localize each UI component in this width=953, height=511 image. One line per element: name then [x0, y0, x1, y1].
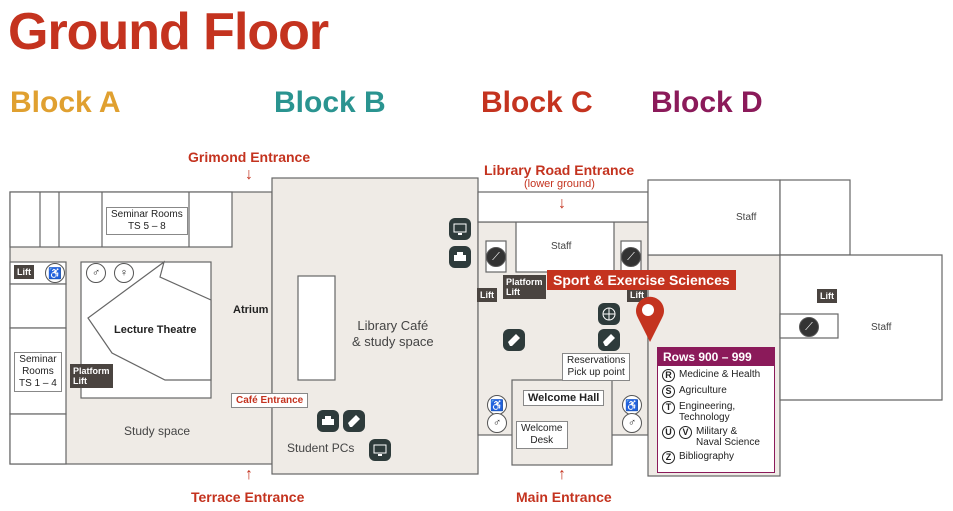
lift-label: Lift: [817, 289, 837, 303]
grimond-entrance-label: Grimond Entrance: [188, 149, 311, 165]
atrium-label: Atrium: [233, 304, 269, 316]
scanner-icon: [503, 329, 525, 351]
legend-item-text: Military & Naval Science: [696, 426, 760, 448]
reservations-pickup-point: Reservations Pick up point: [562, 353, 631, 381]
platform-lift-label: Platform Lift: [503, 275, 546, 299]
monitor-icon: [369, 439, 391, 461]
toilet-icon: ♂: [622, 413, 642, 433]
legend-item-text: Bibliography: [679, 451, 735, 462]
globe-icon: [598, 303, 620, 325]
shelf-rows-legend: Rows 900 – 999 R Medicine & Health S Agric…: [657, 347, 775, 473]
code-badge: S: [662, 385, 675, 398]
study-space-label: Study space: [124, 424, 191, 438]
code-badge: Z: [662, 451, 675, 464]
legend-item-text: Medicine & Health: [679, 369, 761, 380]
accessible-icon: ♿: [487, 395, 507, 415]
page-title: Ground Floor: [8, 3, 329, 61]
library-road-entrance-label: Library Road Entrance: [484, 162, 635, 178]
arrow-down-icon: ↓: [558, 195, 566, 212]
code-badge: T: [662, 401, 675, 414]
legend-item-text: Agriculture: [679, 385, 727, 396]
welcome-desk-label: Welcome Desk: [516, 421, 568, 449]
legend-item: T Engineering, Technology: [662, 401, 770, 423]
arrow-down-icon: ↓: [245, 166, 253, 183]
staff-label: Staff: [736, 212, 757, 223]
stairs-icon: ⟋: [486, 247, 506, 267]
toilet-icon: ♀: [114, 263, 134, 283]
toilet-icon: ♂: [86, 263, 106, 283]
legend-item: Z Bibliography: [662, 451, 770, 464]
staff-label: Staff: [551, 241, 572, 252]
toilet-icon: ♂: [487, 413, 507, 433]
code-badge: R: [662, 369, 675, 382]
library-cafe-label: Library Café & study space: [352, 318, 434, 349]
seminar-rooms-ts1-4: Seminar Rooms TS 1 – 4: [14, 352, 62, 392]
block-d-label: Block D: [651, 86, 763, 119]
scanner-icon: [343, 410, 365, 432]
library-road-entrance-sublabel: (lower ground): [524, 178, 595, 190]
printer-icon: [449, 246, 471, 268]
student-pcs-label: Student PCs: [287, 441, 355, 455]
code-badge: U: [662, 426, 675, 439]
stairs-icon: ⟋: [621, 247, 641, 267]
arrow-up-icon: ↑: [245, 466, 253, 483]
printer-icon: [317, 410, 339, 432]
legend-header: Rows 900 – 999: [658, 348, 774, 366]
lift-label: Lift: [477, 288, 497, 302]
staff-label: Staff: [871, 322, 892, 333]
main-entrance-label: Main Entrance: [516, 489, 612, 505]
location-pin-icon[interactable]: [630, 294, 670, 346]
block-c-label: Block C: [481, 86, 593, 119]
arrow-up-icon: ↑: [558, 466, 566, 483]
platform-lift-label: Platform Lift: [70, 364, 113, 388]
cafe-entrance-label: Café Entrance: [231, 393, 309, 408]
accessible-icon: ♿: [622, 395, 642, 415]
legend-item: S Agriculture: [662, 385, 770, 398]
lecture-theatre-label: Lecture Theatre: [114, 324, 197, 336]
welcome-hall-label: Welcome Hall: [523, 390, 605, 406]
stairs-icon: ⟋: [799, 317, 819, 337]
legend-item: R Medicine & Health: [662, 369, 770, 382]
monitor-icon: [449, 218, 471, 240]
lift-label: Lift: [627, 288, 647, 302]
block-b-label: Block B: [274, 86, 386, 119]
legend-item-text: Engineering, Technology: [679, 401, 736, 423]
scanner-icon: [598, 329, 620, 351]
terrace-entrance-label: Terrace Entrance: [191, 489, 305, 505]
sport-exercise-sciences-label: Sport & Exercise Sciences: [547, 270, 736, 290]
seminar-rooms-ts5-8: Seminar Rooms TS 5 – 8: [106, 207, 188, 235]
accessible-icon: ♿: [45, 263, 65, 283]
lift-label: Lift: [14, 265, 34, 279]
code-badge: V: [679, 426, 692, 439]
block-a-label: Block A: [10, 86, 121, 119]
